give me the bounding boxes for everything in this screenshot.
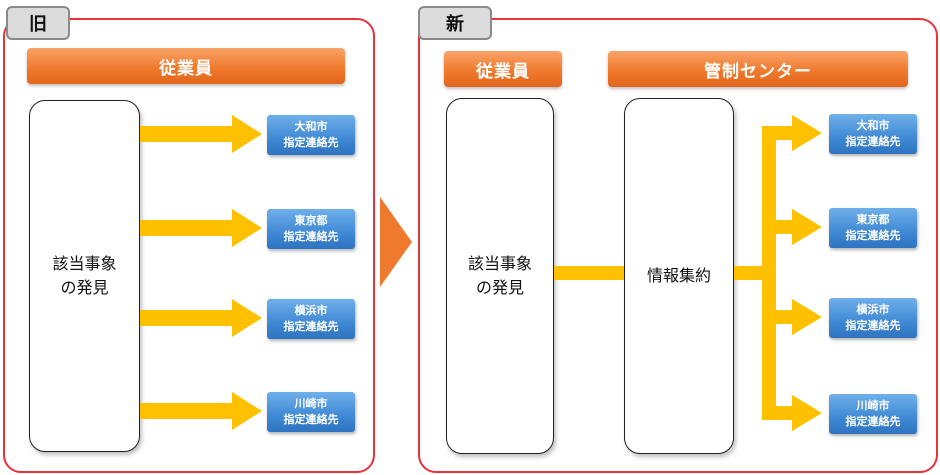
new-contact-tokyo: 東京都 指定連絡先 <box>829 208 917 248</box>
old-contact-yamato: 大和市 指定連絡先 <box>267 115 355 155</box>
new-discovery-line2: の発見 <box>475 278 524 297</box>
old-employee-header: 従業員 <box>27 48 345 84</box>
new-contact-kawasaki-label: 指定連絡先 <box>845 415 901 428</box>
old-arrow-4 <box>140 392 262 430</box>
new-tag: 新 <box>418 6 492 40</box>
old-arrow-2 <box>140 209 262 247</box>
old-contact-kawasaki-city: 川崎市 <box>294 397 328 410</box>
new-arrow-2 <box>762 209 822 245</box>
old-contact-yokohama-city: 横浜市 <box>294 304 328 317</box>
old-contact-yamato-city: 大和市 <box>294 120 328 133</box>
old-discovery-line1: 該当事象 <box>52 254 117 273</box>
new-discovery-box: 該当事象 の発見 <box>446 98 554 454</box>
old-contact-kawasaki-label: 指定連絡先 <box>283 413 339 426</box>
old-contact-tokyo-city: 東京都 <box>294 214 328 227</box>
old-discovery-line2: の発見 <box>60 278 109 297</box>
new-contact-yokohama-label: 指定連絡先 <box>845 319 901 332</box>
new-contact-yokohama: 横浜市 指定連絡先 <box>829 298 917 338</box>
old-contact-tokyo-label: 指定連絡先 <box>283 230 339 243</box>
old-contact-yamato-label: 指定連絡先 <box>283 136 339 149</box>
new-employee-header: 従業員 <box>444 51 562 87</box>
transition-arrow <box>380 197 412 287</box>
old-contact-yokohama: 横浜市 指定連絡先 <box>267 299 355 339</box>
new-contact-kawasaki-city: 川崎市 <box>856 399 890 412</box>
new-trunk-vertical <box>762 126 776 420</box>
new-control-center-header: 管制センター <box>608 51 908 87</box>
new-arrow-3 <box>762 299 822 335</box>
new-contact-tokyo-city: 東京都 <box>856 213 890 226</box>
new-contact-yamato-city: 大和市 <box>856 119 890 132</box>
new-contact-yamato-label: 指定連絡先 <box>845 135 901 148</box>
new-trunk-stem <box>734 266 768 280</box>
old-contact-yokohama-label: 指定連絡先 <box>283 320 339 333</box>
new-discovery-line1: 該当事象 <box>467 254 532 273</box>
info-aggregation-box: 情報集約 <box>624 98 734 454</box>
info-aggregation-label: 情報集約 <box>646 266 711 285</box>
old-discovery-box: 該当事象 の発見 <box>29 100 140 452</box>
new-contact-yamato: 大和市 指定連絡先 <box>829 114 917 154</box>
old-arrow-3 <box>140 299 262 337</box>
new-arrow-4 <box>762 395 822 431</box>
new-contact-yokohama-city: 横浜市 <box>856 303 890 316</box>
old-contact-tokyo: 東京都 指定連絡先 <box>267 209 355 249</box>
new-contact-tokyo-label: 指定連絡先 <box>845 229 901 242</box>
new-contact-kawasaki: 川崎市 指定連絡先 <box>829 394 917 434</box>
old-tag: 旧 <box>6 6 70 40</box>
old-arrow-1 <box>140 115 262 153</box>
new-connector-bar <box>554 266 624 280</box>
new-arrow-1 <box>762 115 822 151</box>
old-contact-kawasaki: 川崎市 指定連絡先 <box>267 392 355 432</box>
